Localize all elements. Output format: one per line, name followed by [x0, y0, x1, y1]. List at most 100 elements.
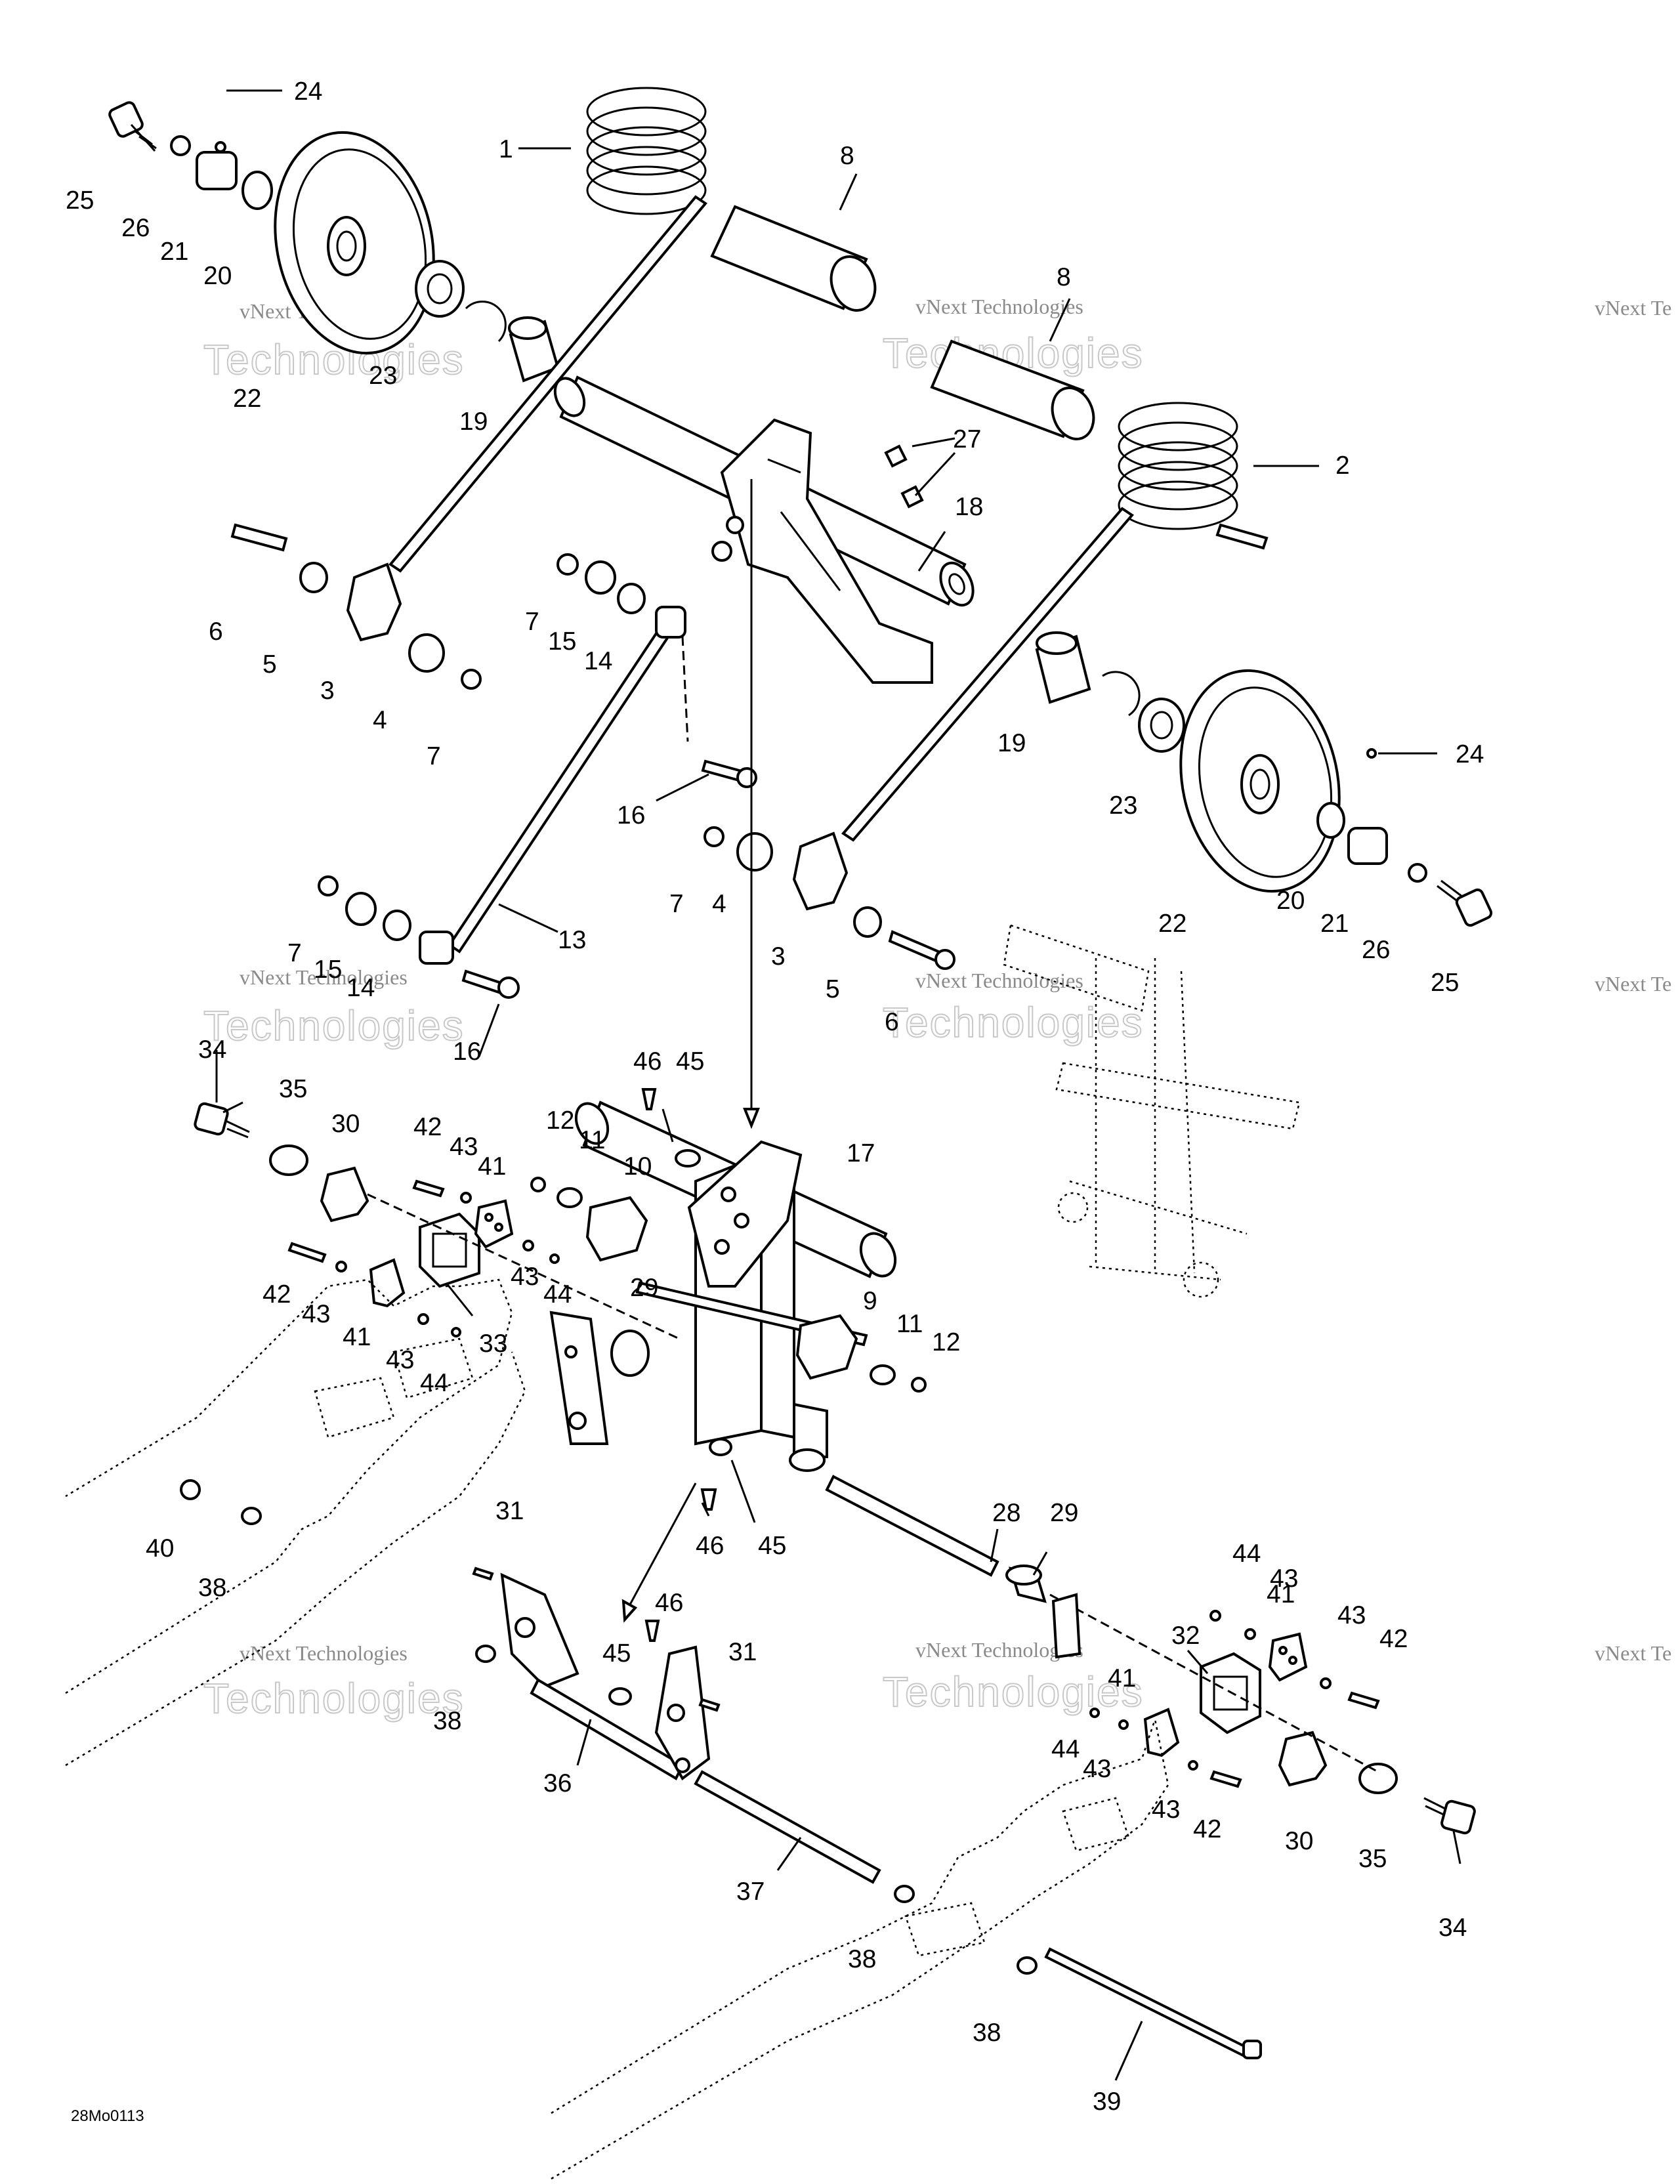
- tube-8-upper: [710, 205, 877, 312]
- callout-38: 38: [848, 1945, 876, 1973]
- callout-41: 41: [343, 1323, 371, 1351]
- callout-32: 32: [1171, 1622, 1200, 1650]
- callout-12: 12: [932, 1328, 960, 1356]
- callout-6: 6: [209, 618, 223, 646]
- ghost-frame-right: [1003, 924, 1301, 1298]
- callout-43: 43: [302, 1300, 330, 1328]
- arrow-head: [743, 1108, 760, 1129]
- tube-8-lower: [930, 339, 1095, 440]
- assembly-line: [681, 636, 689, 742]
- callout-44: 44: [1232, 1540, 1261, 1568]
- callout-14: 14: [346, 974, 375, 1002]
- callout-labels: 1 2 3 3 4 4 5 5 6 6 7 7 7 7 8 8 9 10 11 …: [66, 77, 1484, 2116]
- clamp-41-left-top: [474, 1199, 514, 1249]
- callout-4: 4: [712, 890, 726, 918]
- callout-20: 20: [1276, 887, 1305, 915]
- callout-15: 15: [314, 956, 342, 984]
- front-arm-17: [574, 1101, 897, 1446]
- callout-43: 43: [386, 1346, 414, 1374]
- idler-wheel-right: [1179, 669, 1341, 893]
- ring-20: [242, 171, 273, 210]
- washer-35-left: [269, 1144, 308, 1176]
- callout-38: 38: [973, 2019, 1001, 2047]
- hardware-lower-mid: [704, 826, 956, 970]
- callout-8: 8: [1057, 263, 1071, 291]
- callout-25: 25: [1431, 969, 1459, 997]
- callout-43: 43: [1083, 1755, 1111, 1783]
- drawing-code: 28Mo0113: [71, 2107, 144, 2125]
- spring-1: [388, 87, 707, 573]
- watermark-large: Technologies: [883, 1668, 1144, 1715]
- bearing-23-right: [1138, 698, 1185, 753]
- callout-10: 10: [623, 1152, 652, 1181]
- callout-12: 12: [546, 1106, 574, 1135]
- callout-29: 29: [1050, 1499, 1078, 1527]
- callout-22: 22: [1158, 910, 1186, 938]
- callout-45: 45: [758, 1532, 786, 1560]
- callout-19: 19: [998, 729, 1026, 757]
- watermark-edge: vNext Te: [1595, 296, 1671, 320]
- watermark-edge: vNext Te: [1595, 972, 1671, 996]
- callout-44: 44: [420, 1369, 448, 1397]
- callout-41: 41: [478, 1152, 506, 1181]
- callout-42: 42: [413, 1113, 442, 1141]
- hardware-top-mid: [556, 553, 646, 614]
- sleeve-19-right: [1035, 631, 1091, 704]
- callout-21: 21: [160, 238, 188, 266]
- washer-26-right: [1408, 863, 1427, 883]
- bolt-34-right: [1423, 1797, 1476, 1835]
- callout-38: 38: [198, 1574, 226, 1602]
- callout-27: 27: [953, 425, 981, 453]
- callout-25: 25: [66, 186, 94, 215]
- watermark-large: Technologies: [883, 999, 1144, 1046]
- callout-23: 23: [1109, 791, 1137, 820]
- callout-42: 42: [1379, 1625, 1408, 1653]
- watermark-large: Technologies: [203, 1002, 465, 1049]
- callout-11: 11: [579, 1126, 606, 1154]
- callout-26: 26: [1362, 936, 1390, 964]
- bolt-25-right: [1437, 879, 1493, 927]
- nipples-46-45-bottom: [608, 1620, 660, 1706]
- callout-24: 24: [294, 77, 322, 106]
- callout-30: 30: [331, 1110, 360, 1138]
- callout-7: 7: [427, 742, 441, 770]
- block-10: [585, 1196, 648, 1262]
- callout-46: 46: [655, 1589, 683, 1617]
- rail-left-dotted: [65, 1278, 526, 1767]
- watermark-edge: vNext Te: [1595, 1641, 1671, 1665]
- bolt-16-mid: [701, 759, 757, 788]
- washer-26: [170, 135, 191, 156]
- callout-24: 24: [1456, 740, 1484, 768]
- callout-4: 4: [373, 706, 387, 734]
- callout-36: 36: [543, 1769, 572, 1797]
- watermark-group: Technologies vNext Technologies Technolo…: [203, 295, 1671, 1723]
- callout-22: 22: [233, 385, 261, 413]
- leader-lines: [215, 89, 1461, 2081]
- callout-17: 17: [847, 1139, 875, 1167]
- circlip-right: [1102, 671, 1141, 717]
- callout-31: 31: [495, 1497, 524, 1525]
- callout-7: 7: [287, 939, 302, 967]
- spring-2: [841, 402, 1269, 842]
- sleeve-19-top: [508, 316, 560, 383]
- block-33: [419, 1212, 480, 1288]
- callout-44: 44: [1051, 1735, 1080, 1763]
- washers-11-12: [530, 1177, 927, 1393]
- callout-8: 8: [840, 142, 854, 170]
- spacer-21-right: [1347, 748, 1388, 865]
- bracket-right-small: [1051, 1593, 1082, 1659]
- callout-43: 43: [1152, 1796, 1180, 1824]
- watermark-small: vNext Technologies: [240, 1641, 408, 1665]
- callout-2: 2: [1335, 452, 1350, 480]
- pins-31: [472, 1566, 721, 1712]
- callout-39: 39: [1093, 2088, 1121, 2116]
- callout-7: 7: [525, 608, 539, 636]
- callout-43: 43: [511, 1263, 539, 1291]
- lower-arm-bracket: [549, 1311, 828, 1472]
- spacer-21: [196, 141, 238, 190]
- callout-43: 43: [1337, 1601, 1366, 1629]
- circlip-23: [465, 301, 507, 343]
- callout-14: 14: [584, 647, 612, 675]
- callout-43: 43: [1270, 1564, 1298, 1593]
- washers-38: [180, 1479, 1038, 1975]
